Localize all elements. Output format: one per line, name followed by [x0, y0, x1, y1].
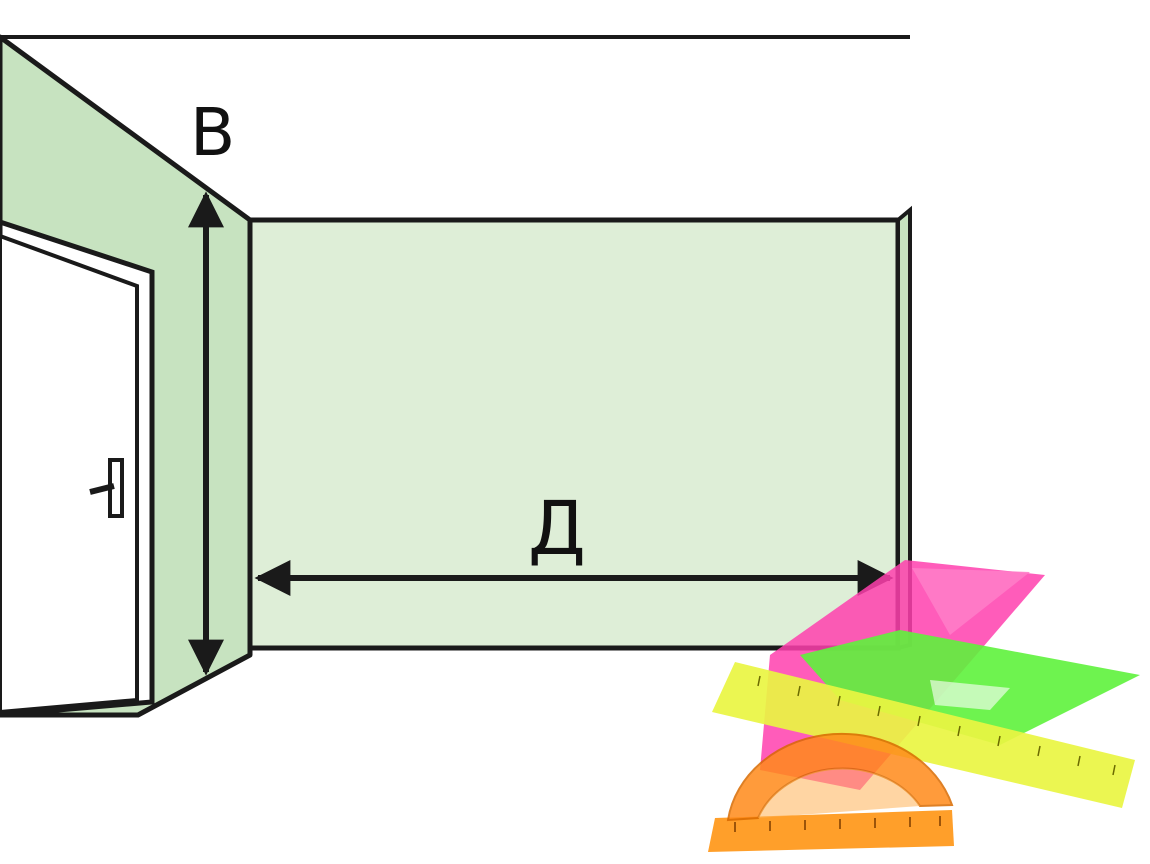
- length-label: Д: [528, 486, 586, 572]
- rulers-set-icon: [708, 560, 1140, 852]
- back-wall: [247, 217, 901, 651]
- height-label: В: [190, 94, 236, 171]
- door-handle-icon: [89, 458, 124, 518]
- door-icon: [0, 219, 155, 718]
- protractor-icon: [726, 732, 954, 822]
